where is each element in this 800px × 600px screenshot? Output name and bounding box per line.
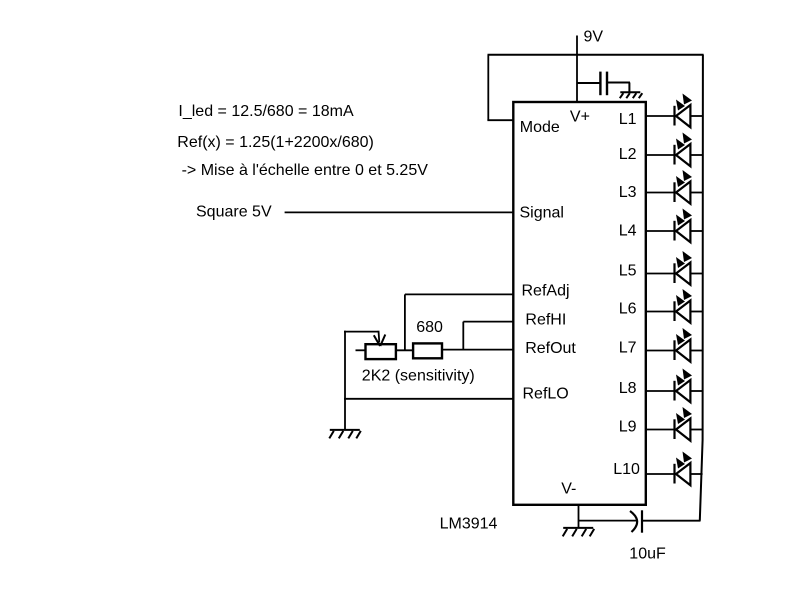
svg-text:L10: L10 (613, 461, 640, 478)
svg-text:L9: L9 (619, 419, 637, 436)
svg-text:-> Mise à l'échelle entre 0 et: -> Mise à l'échelle entre 0 et 5.25V (182, 162, 429, 179)
svg-text:680: 680 (416, 319, 443, 336)
svg-text:L4: L4 (619, 223, 637, 240)
svg-text:I_led = 12.5/680 = 18mA: I_led = 12.5/680 = 18mA (178, 103, 354, 120)
svg-text:Ref(x) = 1.25(1+2200x/680): Ref(x) = 1.25(1+2200x/680) (177, 134, 374, 151)
svg-text:LM3914: LM3914 (440, 516, 498, 533)
svg-text:Mode: Mode (520, 119, 560, 136)
svg-text:L1: L1 (619, 111, 637, 128)
svg-text:RefLO: RefLO (523, 386, 569, 403)
svg-text:L7: L7 (619, 340, 637, 357)
svg-text:Square 5V: Square 5V (196, 204, 272, 221)
svg-text:L6: L6 (619, 301, 637, 318)
svg-text:V-: V- (561, 481, 576, 498)
svg-text:L2: L2 (619, 146, 637, 163)
svg-text:L5: L5 (619, 262, 637, 279)
svg-text:Signal: Signal (520, 205, 564, 222)
svg-text:10uF: 10uF (629, 545, 666, 562)
svg-text:RefOut: RefOut (525, 340, 576, 357)
svg-text:L3: L3 (619, 184, 637, 201)
svg-text:L8: L8 (619, 380, 637, 397)
svg-text:V+: V+ (570, 109, 590, 126)
svg-text:2K2 (sensitivity): 2K2 (sensitivity) (362, 368, 475, 385)
svg-text:9V: 9V (584, 29, 604, 46)
svg-text:RefHI: RefHI (525, 312, 566, 329)
svg-text:RefAdj: RefAdj (522, 283, 570, 300)
